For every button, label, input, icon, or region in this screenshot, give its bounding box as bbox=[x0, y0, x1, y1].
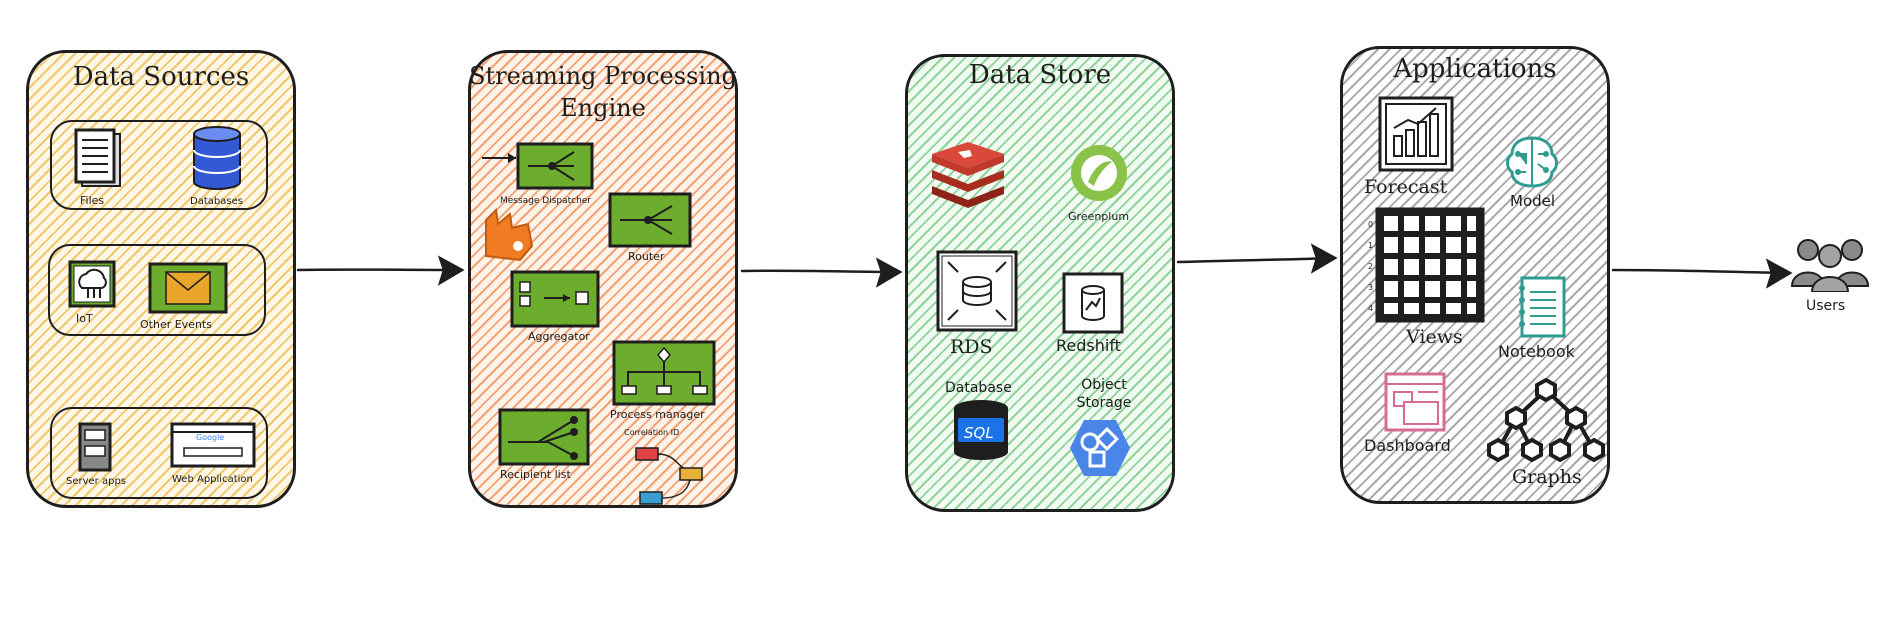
arrow-store-to-apps bbox=[1176, 256, 1337, 264]
aggregator-label: Aggregator bbox=[528, 330, 590, 343]
recipient-list-icon bbox=[498, 408, 590, 466]
notebook-label: Notebook bbox=[1498, 342, 1575, 361]
model-brain-icon bbox=[1504, 134, 1560, 190]
files-icon bbox=[72, 128, 124, 190]
data-sources-title: Data Sources bbox=[72, 62, 250, 92]
web-application-label: Web Application bbox=[172, 474, 253, 485]
model-label: Model bbox=[1510, 192, 1556, 210]
dispatcher-icon bbox=[482, 142, 594, 192]
axis-tick: 3 bbox=[1368, 283, 1374, 292]
views-label: Views bbox=[1406, 326, 1463, 348]
correlation-id-label: Correlation ID bbox=[624, 428, 680, 437]
sql-db-icon bbox=[952, 398, 1010, 462]
redshift-icon bbox=[1062, 272, 1124, 334]
axis-tick: 1 bbox=[1368, 241, 1374, 250]
process-manager-icon bbox=[612, 340, 716, 406]
recipient-list-label: Recipient list bbox=[500, 468, 571, 481]
message-dispatcher-label: Message Dispatcher bbox=[500, 196, 592, 206]
process-manager-label: Process manager bbox=[610, 408, 705, 421]
files-databases-group bbox=[50, 120, 268, 210]
iot-events-group bbox=[48, 244, 266, 336]
data-store-title: Data Store bbox=[968, 60, 1112, 90]
databases-icon bbox=[192, 126, 242, 190]
arrow-apps-to-users bbox=[1611, 268, 1792, 275]
server-icon bbox=[78, 422, 112, 472]
object-storage-icon bbox=[1068, 418, 1132, 478]
forecast-chart-icon bbox=[1378, 96, 1454, 172]
greenplum-icon bbox=[1068, 142, 1130, 204]
files-label: Files bbox=[80, 194, 105, 207]
views-axis-ticks: 0 1 2 3 4 bbox=[1368, 214, 1373, 319]
router-label: Router bbox=[628, 250, 665, 263]
streaming-engine-title: Streaming Processing Engine bbox=[469, 62, 737, 122]
server-apps-label: Server apps bbox=[66, 476, 127, 487]
axis-tick: 0 bbox=[1368, 220, 1374, 229]
applications-title: Applications bbox=[1393, 54, 1557, 84]
axis-tick: 2 bbox=[1368, 262, 1374, 271]
graphs-tree-icon bbox=[1484, 378, 1608, 462]
sql-label: SQL bbox=[964, 424, 994, 442]
rds-label: RDS bbox=[950, 336, 993, 358]
views-grid-icon bbox=[1366, 206, 1486, 324]
greenplum-label: Greenplum bbox=[1068, 210, 1130, 223]
iot-label: IoT bbox=[76, 312, 93, 325]
correlation-tags-icon bbox=[634, 446, 706, 508]
mail-icon bbox=[148, 262, 228, 314]
axis-tick: 4 bbox=[1368, 304, 1374, 313]
arrow-stream-to-store bbox=[740, 269, 902, 274]
redis-icon bbox=[928, 138, 1008, 210]
kafka-icon bbox=[480, 206, 536, 264]
users-label: Users bbox=[1806, 298, 1846, 314]
users-icon bbox=[1790, 234, 1870, 292]
database-label: Database bbox=[945, 380, 1012, 396]
iot-icon bbox=[68, 260, 116, 308]
forecast-label: Forecast bbox=[1364, 176, 1448, 198]
browser-icon bbox=[170, 422, 256, 468]
object-storage-label: Object Storage bbox=[1076, 377, 1132, 411]
router-icon bbox=[608, 192, 692, 248]
other-events-label: Other Events bbox=[140, 318, 212, 331]
databases-label: Databases bbox=[190, 196, 243, 207]
apps-sources-group bbox=[50, 407, 268, 499]
redshift-label: Redshift bbox=[1056, 336, 1121, 355]
aggregator-icon bbox=[510, 270, 600, 328]
rds-icon bbox=[936, 250, 1018, 332]
graphs-label: Graphs bbox=[1512, 466, 1582, 488]
notebook-icon bbox=[1516, 274, 1568, 340]
dashboard-icon bbox=[1384, 372, 1446, 432]
google-logo: Google bbox=[196, 433, 225, 442]
dashboard-label: Dashboard bbox=[1364, 436, 1451, 455]
